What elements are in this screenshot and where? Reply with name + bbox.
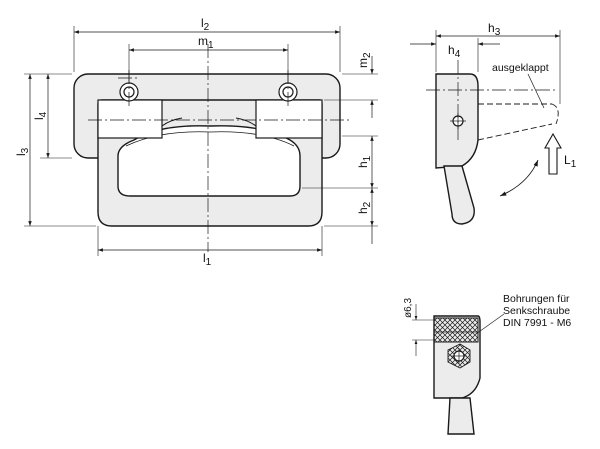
label-l3: l3 xyxy=(14,147,31,156)
label-l1: l1 xyxy=(203,251,212,268)
grip-opening xyxy=(117,125,301,197)
label-l2: l2 xyxy=(201,16,210,33)
folded-out-outline xyxy=(477,103,559,141)
note-ausgeklappt: ausgeklappt xyxy=(492,62,549,74)
detail-handle xyxy=(447,397,475,435)
side-view xyxy=(410,30,562,225)
note-leader xyxy=(527,73,545,109)
detail-note-line-3: DIN 7991 - M6 xyxy=(503,317,571,329)
label-h3: h3 xyxy=(488,21,501,38)
label-l4: l4 xyxy=(32,111,49,120)
label-L1: L1 xyxy=(564,153,577,170)
detail-note-leader xyxy=(475,313,505,335)
detail-labels: ø6,3 Bohrungen für Senkschraube DIN 7991… xyxy=(403,293,571,329)
label-m2: m2 xyxy=(356,52,373,68)
side-view-labels: h3 h4 ausgeklappt L1 xyxy=(448,21,577,170)
front-view xyxy=(24,26,378,256)
label-diameter: ø6,3 xyxy=(403,298,414,318)
detail-note-line-2: Senkschraube xyxy=(503,305,570,317)
detail-section xyxy=(412,304,505,435)
rotation-arrow xyxy=(499,159,539,197)
front-view-labels: l2 m1 l1 l3 l4 m2 h1 h2 xyxy=(14,16,373,268)
force-arrow-L1 xyxy=(544,132,562,175)
side-handle xyxy=(443,165,475,225)
detail-note-line-1: Bohrungen für xyxy=(503,293,570,305)
label-h1: h1 xyxy=(356,155,373,168)
label-m1: m1 xyxy=(198,34,214,51)
hinge-lug-right xyxy=(255,99,323,139)
label-h4: h4 xyxy=(448,43,461,60)
countersink-hatch xyxy=(433,317,479,343)
label-h2: h2 xyxy=(356,201,373,214)
hinge-lug-left xyxy=(97,99,163,139)
